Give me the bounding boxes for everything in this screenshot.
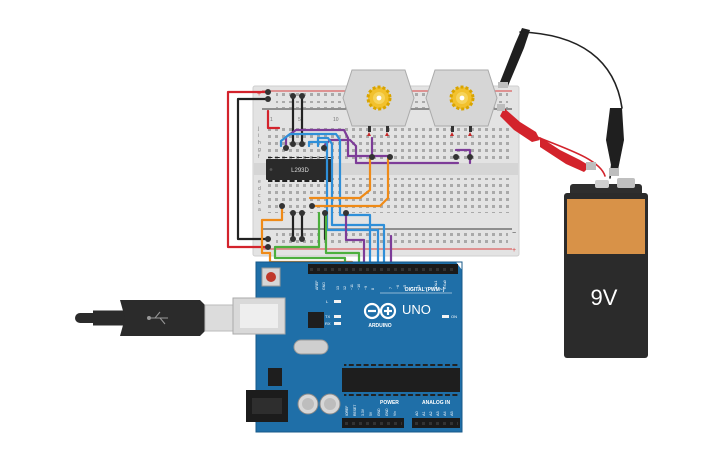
row-letter: h bbox=[258, 140, 261, 146]
alligator-clip-red-motor[interactable] bbox=[497, 104, 540, 142]
pin-label: TX▸1 bbox=[434, 281, 438, 289]
wire-blue bbox=[307, 140, 380, 274]
row-letters-bottom: e d c b a bbox=[258, 179, 261, 213]
wire-orange bbox=[310, 157, 390, 208]
wire-blue bbox=[279, 132, 372, 274]
wire-orange bbox=[260, 204, 284, 255]
row-letter: c bbox=[258, 193, 261, 199]
wire-orange bbox=[308, 157, 372, 200]
rail-minus-label: − bbox=[512, 230, 516, 237]
row-letter: g bbox=[258, 147, 261, 153]
digital-header-label: DIGITAL (PWM~) bbox=[405, 287, 445, 293]
pin-label: A3 bbox=[436, 411, 440, 416]
alligator-clip-black-battery[interactable] bbox=[606, 108, 624, 176]
led-rx-label: RX bbox=[325, 321, 331, 326]
power-label: POWER bbox=[380, 400, 399, 406]
chip-label: L293D bbox=[291, 168, 309, 174]
pin-label: ~5 bbox=[403, 285, 407, 289]
row-letter: f bbox=[258, 154, 260, 160]
led-tx-label: TX bbox=[325, 314, 330, 319]
pin-label: 8 bbox=[371, 288, 375, 290]
battery-label: 9V bbox=[591, 285, 618, 310]
usb-plug-icon bbox=[147, 311, 168, 325]
rail-plus-label: + bbox=[257, 91, 261, 98]
power-pin-labels: IOREF RESET 3.3V 5V GND GND Vin bbox=[345, 405, 397, 416]
pin-label: GND bbox=[385, 408, 389, 416]
pin-label: 7 bbox=[389, 287, 393, 289]
l293d-chip[interactable]: L293D bbox=[266, 157, 333, 182]
pin-label: 5V bbox=[369, 411, 373, 416]
arduino-brand: ARDUINO bbox=[368, 323, 391, 329]
motor-gear-icon bbox=[449, 85, 475, 111]
arduino-model: UNO bbox=[402, 302, 431, 317]
row-letter: e bbox=[258, 179, 261, 185]
wire-black-battery bbox=[519, 31, 623, 109]
usb-cable[interactable] bbox=[75, 300, 236, 336]
wire-red-jumper bbox=[266, 109, 281, 130]
digital-pin-labels: AREF GND 13 12 ~11 ~10 ~9 8 7 ~6 ~5 4 ~3… bbox=[315, 280, 447, 290]
row-letters-top: j i h g f bbox=[257, 126, 261, 160]
led-on-label: ON bbox=[451, 314, 457, 319]
dc-motor-right[interactable] bbox=[425, 69, 498, 136]
pin-label: RESET bbox=[353, 405, 357, 416]
row-letter: a bbox=[258, 207, 261, 213]
wire-purple bbox=[344, 211, 366, 274]
wire-red-battery bbox=[536, 136, 606, 177]
analog-pin-labels: A0 A1 A2 A3 A4 A5 bbox=[415, 411, 454, 416]
battery-9v[interactable]: 9V bbox=[564, 178, 648, 358]
pin-label-aref: AREF bbox=[315, 280, 319, 290]
pin-label: ~6 bbox=[396, 285, 400, 289]
pin-label: 12 bbox=[343, 286, 347, 290]
pin-label: ~10 bbox=[357, 284, 361, 290]
row-letter: i bbox=[258, 133, 259, 139]
power-jack[interactable] bbox=[246, 390, 288, 422]
analog-label: ANALOG IN bbox=[422, 400, 450, 406]
pin-label: IOREF bbox=[345, 406, 349, 416]
wire-black-loop bbox=[236, 97, 270, 241]
column-number: 10 bbox=[333, 117, 339, 123]
pin-label: 3.3V bbox=[361, 408, 365, 416]
wire-endpoints bbox=[265, 89, 473, 250]
pin-label: GND bbox=[377, 408, 381, 416]
alligator-clip-black-top[interactable] bbox=[498, 28, 530, 88]
reset-button[interactable] bbox=[261, 267, 281, 287]
column-numbers: 1 5 10 bbox=[270, 117, 339, 123]
wire-green bbox=[273, 211, 347, 274]
pin-label: A0 bbox=[415, 411, 419, 416]
pin-label: RX◂0 bbox=[443, 280, 447, 289]
pin-label: 4 bbox=[410, 287, 414, 289]
pin-label: A2 bbox=[429, 411, 433, 416]
pin-label-gnd: GND bbox=[322, 282, 326, 290]
row-letter: d bbox=[258, 186, 261, 192]
dc-motor-left[interactable] bbox=[342, 69, 415, 136]
pin-label: ~9 bbox=[364, 286, 368, 290]
pin-label: ~3 bbox=[417, 285, 421, 289]
pin-label: A5 bbox=[450, 411, 454, 416]
column-number: 1 bbox=[270, 117, 273, 123]
row-letter: b bbox=[258, 200, 261, 206]
rail-plus-label-bottom: + bbox=[512, 247, 516, 254]
pin-label: 2 bbox=[424, 287, 428, 289]
motor-gear-icon bbox=[366, 85, 392, 111]
wire-blue bbox=[316, 136, 386, 274]
pin-label: Vin bbox=[393, 411, 397, 416]
pin-label: A4 bbox=[443, 411, 447, 416]
pin-label: 13 bbox=[336, 286, 340, 290]
led-l-label: L bbox=[326, 299, 329, 304]
row-letter: j bbox=[257, 126, 259, 132]
alligator-clip-red-battery[interactable] bbox=[540, 137, 596, 172]
arduino-uno[interactable]: ARDUINO UNO L TX RX ON DIGITAL (PWM~) PO… bbox=[232, 261, 463, 433]
column-number: 5 bbox=[298, 117, 301, 123]
wire-red-loop bbox=[226, 90, 270, 249]
pin-label: ~11 bbox=[350, 284, 354, 290]
arduino-logo-icon bbox=[363, 302, 397, 320]
pin-label: A1 bbox=[422, 411, 426, 416]
